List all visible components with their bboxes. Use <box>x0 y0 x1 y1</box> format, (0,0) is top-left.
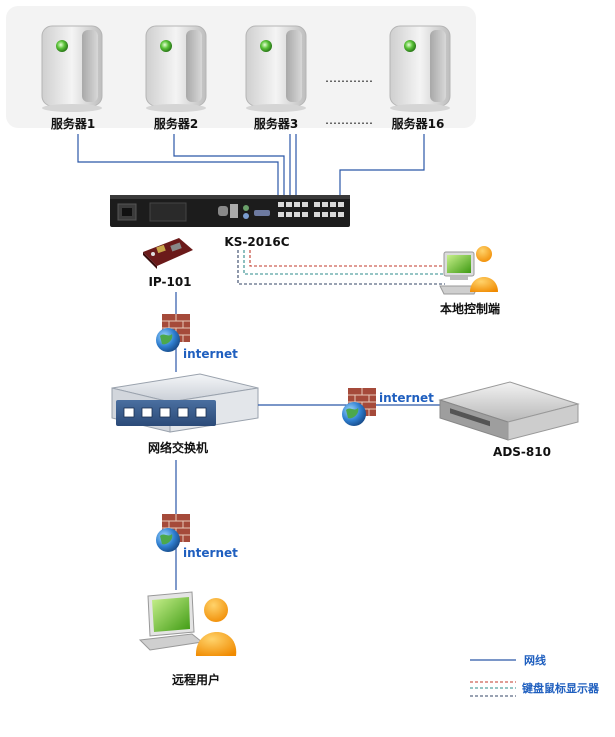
server-2 <box>145 25 207 112</box>
remote-user-label: 远程用户 <box>172 672 220 687</box>
firewall-globe-icon <box>156 314 190 352</box>
server-1-label: 服务器1 <box>51 116 95 131</box>
firewall-globe-icon <box>156 514 190 552</box>
ellipsis-bottom: ………… <box>325 113 373 127</box>
power-led-icon <box>160 40 172 52</box>
server-16-label: 服务器16 <box>392 116 445 131</box>
local-console-icon <box>439 246 498 295</box>
server-3 <box>245 25 307 112</box>
power-led-icon <box>404 40 416 52</box>
kvm-switch-ks2016c <box>110 195 350 227</box>
remote-user-icon <box>138 591 237 656</box>
server-16 <box>389 25 451 112</box>
ads-label: ADS-810 <box>493 445 551 459</box>
firewall-globe-icon <box>342 388 376 426</box>
kvm-label: KS-2016C <box>224 235 289 249</box>
power-led-icon <box>56 40 68 52</box>
internet-label-1: internet <box>183 347 238 361</box>
kvm-console-cables <box>237 250 445 285</box>
server-2-label: 服务器2 <box>154 116 198 131</box>
network-switch-icon <box>111 373 259 433</box>
legend-kvm-label: 键盘鼠标显示器 <box>521 681 600 695</box>
local-console-label: 本地控制端 <box>440 301 500 316</box>
legend-network-label: 网线 <box>524 653 546 667</box>
server-group-background <box>6 6 476 128</box>
ads-810-device-icon <box>438 381 580 441</box>
power-led-icon <box>260 40 272 52</box>
internet-label-2: internet <box>379 391 434 405</box>
ip-101-label: IP-101 <box>148 275 191 289</box>
server-1 <box>41 25 103 112</box>
server-3-label: 服务器3 <box>254 116 298 131</box>
internet-label-3: internet <box>183 546 238 560</box>
switch-label: 网络交换机 <box>148 440 208 455</box>
kvm-port-bank <box>278 202 344 217</box>
ip-101-module-icon <box>143 238 193 269</box>
legend: 网线 键盘鼠标显示器 <box>470 653 600 697</box>
ellipsis-top: ………… <box>325 71 373 85</box>
